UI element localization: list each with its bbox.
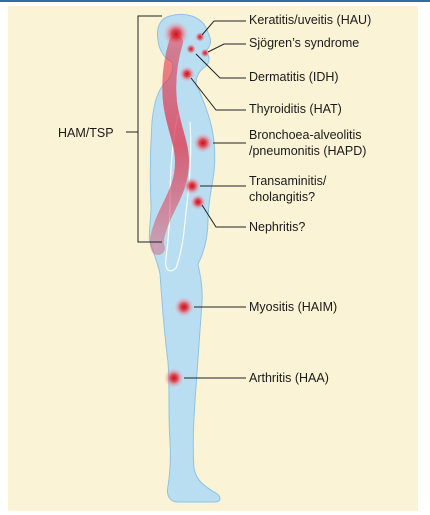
label-cholangitis: cholangitis?	[249, 190, 315, 205]
label-arthritis: Arthritis (HAA)	[249, 371, 329, 386]
ham-tsp-label: HAM/TSP	[58, 126, 114, 141]
label-pneumonitis: /pneumonitis (HAPD)	[249, 144, 366, 159]
label-nephritis: Nephritis?	[249, 220, 305, 235]
label-thyroiditis: Thyroiditis (HAT)	[249, 102, 342, 117]
label-dermatitis: Dermatitis (IDH)	[249, 70, 339, 85]
inflammation-spot-liver	[183, 177, 201, 195]
inflammation-spot-head	[163, 21, 189, 47]
label-bronchoea-alveolitis: Bronchoea-alveolitis	[249, 128, 362, 143]
inflammation-spot-salivary-2	[201, 49, 210, 58]
inflammation-spot-lung	[193, 133, 213, 153]
inflammation-spot-salivary-1	[186, 44, 196, 54]
body-silhouette	[149, 14, 220, 502]
label-sjogrens-syndrome: Sjögren’s syndrome	[249, 36, 359, 51]
label-keratitis-uveitis: Keratitis/uveitis (HAU)	[249, 13, 371, 28]
label-transaminitis: Transaminitis/	[249, 174, 326, 189]
inflammation-spot-joint	[164, 368, 184, 388]
inflammation-spot-muscle	[174, 297, 194, 317]
label-myositis: Myositis (HAIM)	[249, 300, 337, 315]
